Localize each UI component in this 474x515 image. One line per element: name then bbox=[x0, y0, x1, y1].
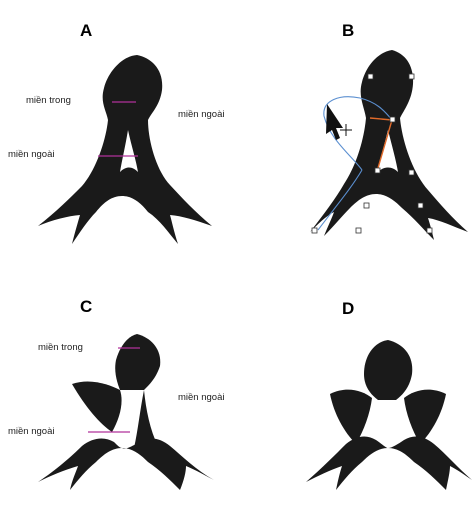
panel-b-node-8[interactable] bbox=[356, 228, 361, 233]
panel-c-letter: C bbox=[80, 297, 92, 316]
panel-a-outer-left-label: miền ngoài bbox=[8, 149, 54, 160]
panel-b-node-3[interactable] bbox=[390, 117, 395, 122]
panel-a-outer-right-label: miền ngoài bbox=[178, 109, 224, 120]
panel-d: D bbox=[306, 299, 472, 490]
panel-b-node-7[interactable] bbox=[418, 203, 423, 208]
panel-b-node-9[interactable] bbox=[427, 228, 432, 233]
panel-c: C miền trong miền ngoài miền ngoài bbox=[8, 297, 224, 490]
panel-c-outer-left-label: miền ngoài bbox=[8, 426, 54, 437]
panel-d-head bbox=[364, 340, 412, 400]
panel-d-base bbox=[306, 437, 472, 490]
panel-b-shape bbox=[310, 50, 468, 240]
panel-d-left-wing bbox=[330, 390, 372, 444]
panel-c-outer-right-label: miền ngoài bbox=[178, 392, 224, 403]
panel-b-node-2[interactable] bbox=[409, 74, 414, 79]
move-crosshair-icon bbox=[340, 124, 352, 136]
panel-b-letter: B bbox=[342, 21, 354, 40]
panel-d-letter: D bbox=[342, 299, 354, 318]
panel-a-inner-label: miền trong bbox=[26, 95, 71, 106]
panel-a-shape bbox=[38, 55, 212, 244]
panel-c-base bbox=[38, 439, 214, 490]
panel-b-node-1[interactable] bbox=[368, 74, 373, 79]
pointer-cursor-icon bbox=[326, 104, 343, 140]
panel-b-node-6[interactable] bbox=[364, 203, 369, 208]
panel-b: B bbox=[310, 21, 468, 240]
panel-c-inner-label: miền trong bbox=[38, 342, 83, 353]
panel-a-letter: A bbox=[80, 21, 92, 40]
panel-a: A miền trong miền ngoài miền ngoài bbox=[8, 21, 224, 244]
panel-c-head bbox=[115, 334, 160, 390]
panel-b-node-4[interactable] bbox=[375, 168, 380, 173]
panel-d-right-wing bbox=[404, 390, 446, 444]
panel-b-node-5[interactable] bbox=[409, 170, 414, 175]
panel-c-left-lobe bbox=[72, 382, 122, 432]
panel-b-node-10[interactable] bbox=[312, 228, 317, 233]
